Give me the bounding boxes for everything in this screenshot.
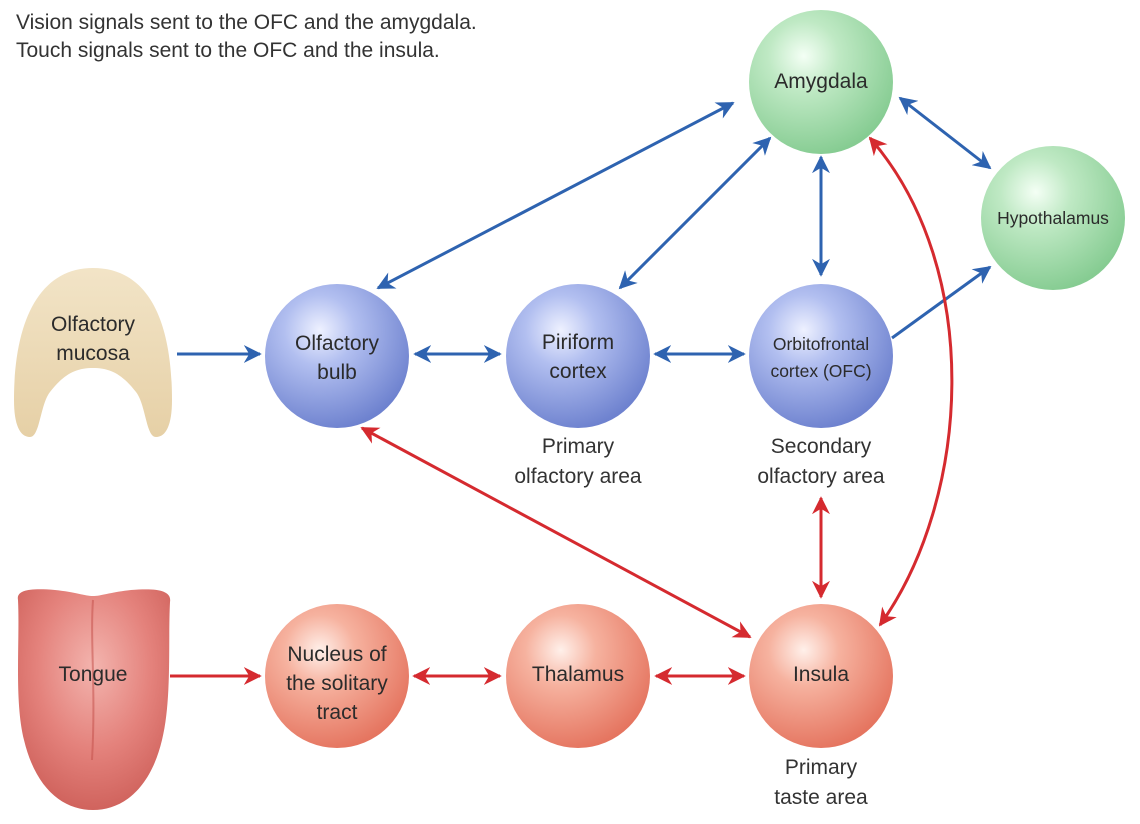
primary-olfactory-area-caption-1: Primary	[542, 435, 615, 458]
thalamus-node: Thalamus	[506, 604, 650, 748]
primary-olfactory-area-caption-2: olfactory area	[514, 465, 642, 488]
olfactory-bulb-label-2: bulb	[317, 361, 357, 384]
olfactory-bulb-circle	[265, 284, 409, 428]
olfactory-pathway-arrows	[177, 96, 992, 363]
primary-taste-area-caption-1: Primary	[785, 756, 858, 779]
tongue-label: Tongue	[59, 663, 128, 686]
secondary-olfactory-area-caption-2: olfactory area	[757, 465, 885, 488]
piriform-cortex-circle	[506, 284, 650, 428]
piriform-cortex-label-1: Piriform	[542, 331, 614, 354]
arrow-insula-bulb	[360, 426, 752, 639]
orbitofrontal-cortex-label-2: cortex (OFC)	[770, 361, 871, 381]
olfactory-mucosa-label-1: Olfactory	[51, 313, 136, 336]
olfactory-bulb-label-1: Olfactory	[295, 332, 380, 355]
arrow-amygdala-hypothalamus	[898, 96, 992, 170]
orbitofrontal-cortex-node: Orbitofrontal cortex (OFC)	[749, 284, 893, 428]
arrow-insula-amygdala	[868, 136, 954, 627]
hypothalamus-label: Hypothalamus	[997, 208, 1109, 228]
nucleus-solitary-tract-label-2: the solitary	[286, 672, 388, 695]
amygdala-label: Amygdala	[774, 70, 868, 93]
orbitofrontal-cortex-circle	[749, 284, 893, 428]
header-line-touch: Touch signals sent to the OFC and the in…	[16, 39, 440, 62]
thalamus-label: Thalamus	[532, 663, 624, 686]
nucleus-solitary-tract-node: Nucleus of the solitary tract	[265, 604, 409, 748]
nucleus-solitary-tract-label-3: tract	[317, 701, 358, 724]
thalamus-circle	[506, 604, 650, 748]
insula-circle	[749, 604, 893, 748]
piriform-cortex-node: Piriform cortex	[506, 284, 650, 428]
tongue-midline	[91, 599, 95, 761]
insula-node: Insula	[749, 604, 893, 748]
hypothalamus-circle	[981, 146, 1125, 290]
olfactory-mucosa-shape	[14, 268, 172, 437]
insula-label: Insula	[793, 663, 849, 686]
nucleus-solitary-tract-label-1: Nucleus of	[287, 643, 386, 666]
amygdala-circle	[749, 10, 893, 154]
olfactory-bulb-node: Olfactory bulb	[265, 284, 409, 428]
olfactory-mucosa-label-2: mucosa	[56, 342, 130, 365]
orbitofrontal-cortex-label-1: Orbitofrontal	[773, 334, 869, 354]
hypothalamus-node: Hypothalamus	[981, 146, 1125, 290]
tongue-node: Tongue	[17, 589, 171, 810]
olfactory-mucosa-node: Olfactory mucosa	[14, 268, 172, 437]
arrow-bulb-amygdala	[376, 101, 735, 290]
primary-taste-area-caption-2: taste area	[774, 786, 868, 809]
arrow-ofc-to-hypothalamus	[891, 265, 992, 340]
header-line-vision: Vision signals sent to the OFC and the a…	[16, 11, 477, 34]
amygdala-node: Amygdala	[749, 10, 893, 154]
arrow-piriform-amygdala	[618, 136, 772, 290]
taste-pathway-arrows	[170, 136, 954, 685]
piriform-cortex-label-2: cortex	[549, 360, 607, 383]
secondary-olfactory-area-caption-1: Secondary	[771, 435, 872, 458]
nucleus-solitary-tract-circle	[265, 604, 409, 748]
